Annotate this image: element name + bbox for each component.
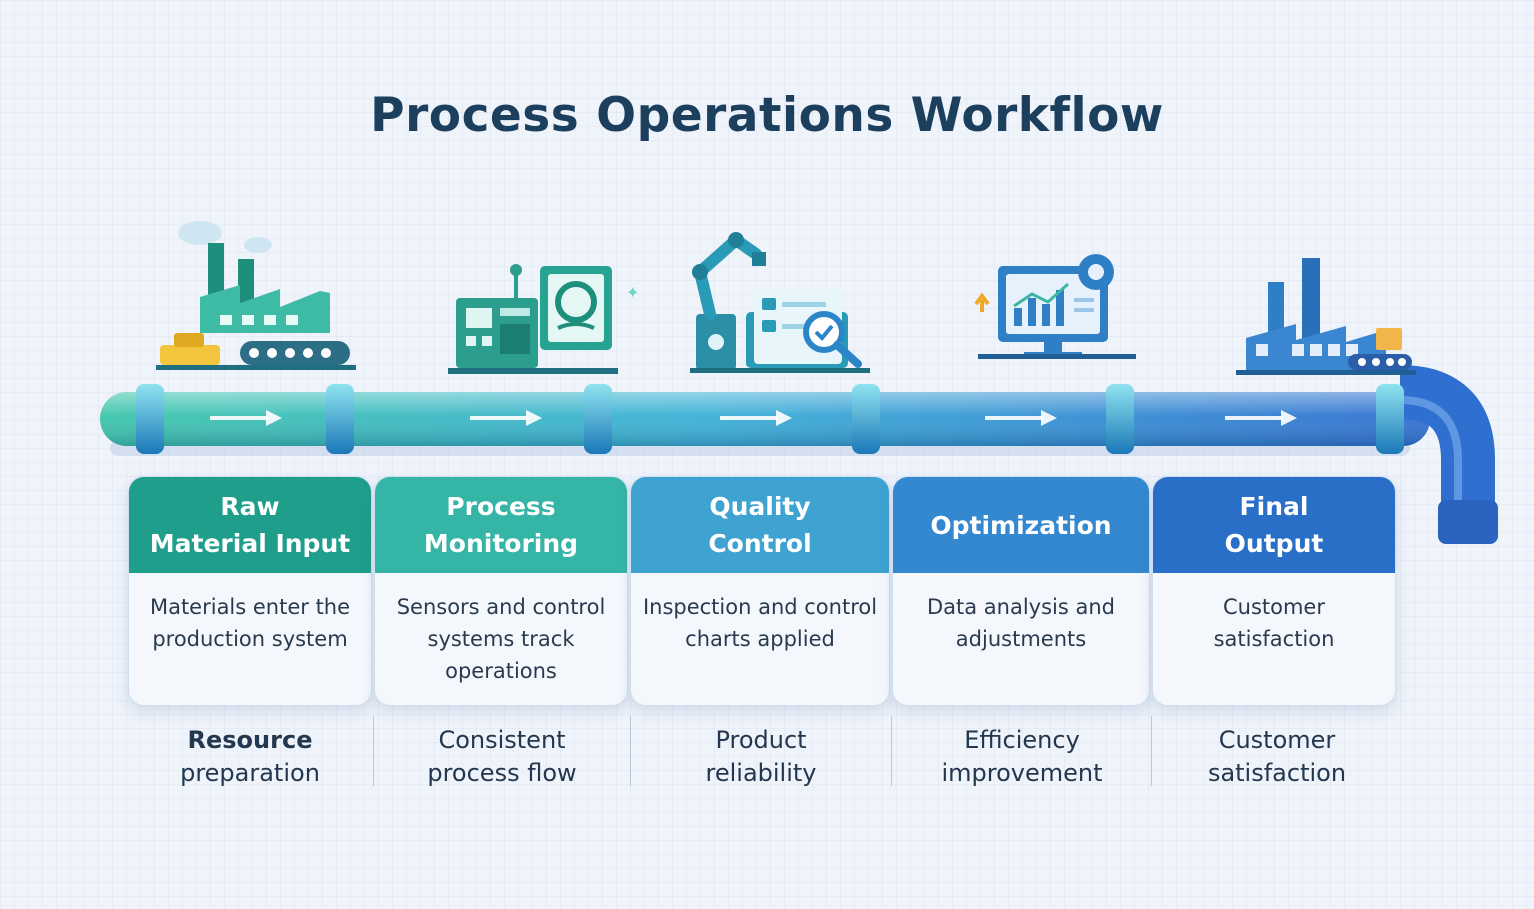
outcome-divider: [891, 716, 892, 786]
stage-description: Inspection and control charts applied: [642, 595, 878, 651]
pipe-joint: [852, 384, 880, 454]
stage-description: Materials enter the production system: [149, 595, 351, 651]
outcome-divider: [1151, 716, 1152, 786]
factory-output-icon: [1236, 258, 1416, 375]
pipe-joint: [326, 384, 354, 454]
quality-inspection-icon: [690, 232, 870, 373]
flow-arrow: [1225, 410, 1297, 426]
pipe-joint: [1376, 384, 1404, 454]
flow-arrow: [470, 410, 542, 426]
page-title: Process Operations Workflow: [370, 88, 1164, 143]
outcome-divider: [630, 716, 631, 786]
pipe-joints: [136, 384, 1404, 454]
factory-conveyor-icon: [156, 221, 356, 370]
stage-header: Optimization: [893, 477, 1149, 573]
pipe-joint: [136, 384, 164, 454]
flow-arrows: [210, 410, 1297, 426]
outcome-divider: [373, 716, 374, 786]
stage-card-optimization: Optimization Data analysis and adjustmen…: [892, 476, 1150, 706]
svg-text:✦: ✦: [626, 283, 639, 302]
control-panel-icon: ✦: [448, 264, 639, 374]
pipe-joint: [584, 384, 612, 454]
flow-arrow: [720, 410, 792, 426]
flow-arrow: [210, 410, 282, 426]
stage-description: Customer satisfaction: [1213, 595, 1335, 651]
pipe-joint: [1106, 384, 1134, 454]
stage-description: Data analysis and adjustments: [926, 595, 1116, 651]
stage-description: Sensors and control systems track operat…: [396, 595, 606, 683]
analytics-gear-icon: [974, 254, 1136, 359]
stage-title: Optimization: [930, 510, 1112, 540]
flow-arrow: [985, 410, 1057, 426]
